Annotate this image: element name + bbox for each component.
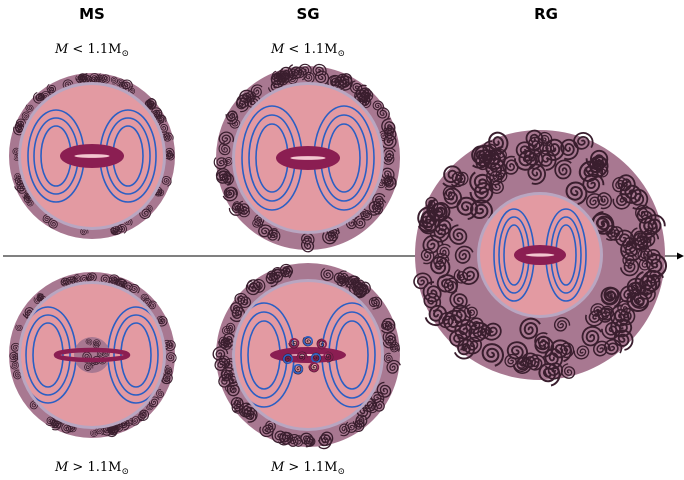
toroidal-field-core: [290, 156, 325, 160]
toroidal-field-core: [526, 253, 555, 256]
star-ms-upper: [9, 72, 175, 239]
star-sg-upper: [212, 62, 400, 254]
column-title-sg: SG: [296, 5, 319, 23]
star-ms-lower: [7, 272, 177, 439]
mass-label-sg-lower: M > 1.1M⊙: [270, 460, 345, 477]
mass-label-sg-upper: M < 1.1M⊙: [270, 42, 345, 59]
toroidal-field-core: [74, 154, 109, 158]
mass-label-ms-upper: M < 1.1M⊙: [54, 42, 129, 59]
star-rg: [412, 127, 667, 387]
star-sg-lower: [213, 262, 402, 452]
column-title-rg: RG: [534, 5, 558, 23]
toroidal-field-core: [287, 354, 329, 356]
mass-label-ms-lower: M > 1.1M⊙: [54, 460, 129, 477]
column-title-ms: MS: [79, 5, 105, 23]
arrow-right-icon: [677, 253, 684, 260]
